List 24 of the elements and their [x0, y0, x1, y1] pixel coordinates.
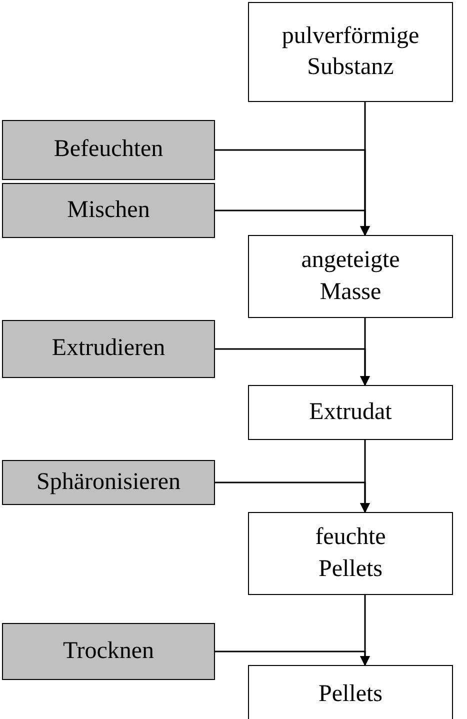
material-box [248, 235, 453, 318]
box-label: Mischen [67, 196, 150, 225]
box-label: Sphäronisieren [36, 468, 180, 497]
arrow [215, 650, 370, 666]
material-box [248, 665, 453, 719]
material-box [248, 512, 453, 595]
process-step-box [2, 320, 215, 378]
process-step-box [2, 460, 215, 505]
material-box [248, 385, 453, 440]
process-step-box [2, 120, 215, 180]
process-step-box [2, 623, 215, 680]
arrow [215, 348, 370, 386]
box-label: pulverförmige Substanz [282, 22, 420, 82]
box-label: Befeuchten [54, 135, 164, 164]
arrow [215, 482, 370, 513]
box-label: Trocknen [62, 636, 154, 666]
box-label: Extrudat [309, 398, 392, 427]
box-label: angeteigte Masse [301, 246, 400, 306]
box-label: feuchte Pellets [315, 523, 386, 584]
material-box [248, 2, 453, 102]
box-label: Pellets [318, 680, 382, 710]
process-step-box [2, 183, 215, 238]
arrow [215, 210, 370, 236]
box-label: Extrudieren [52, 334, 166, 364]
